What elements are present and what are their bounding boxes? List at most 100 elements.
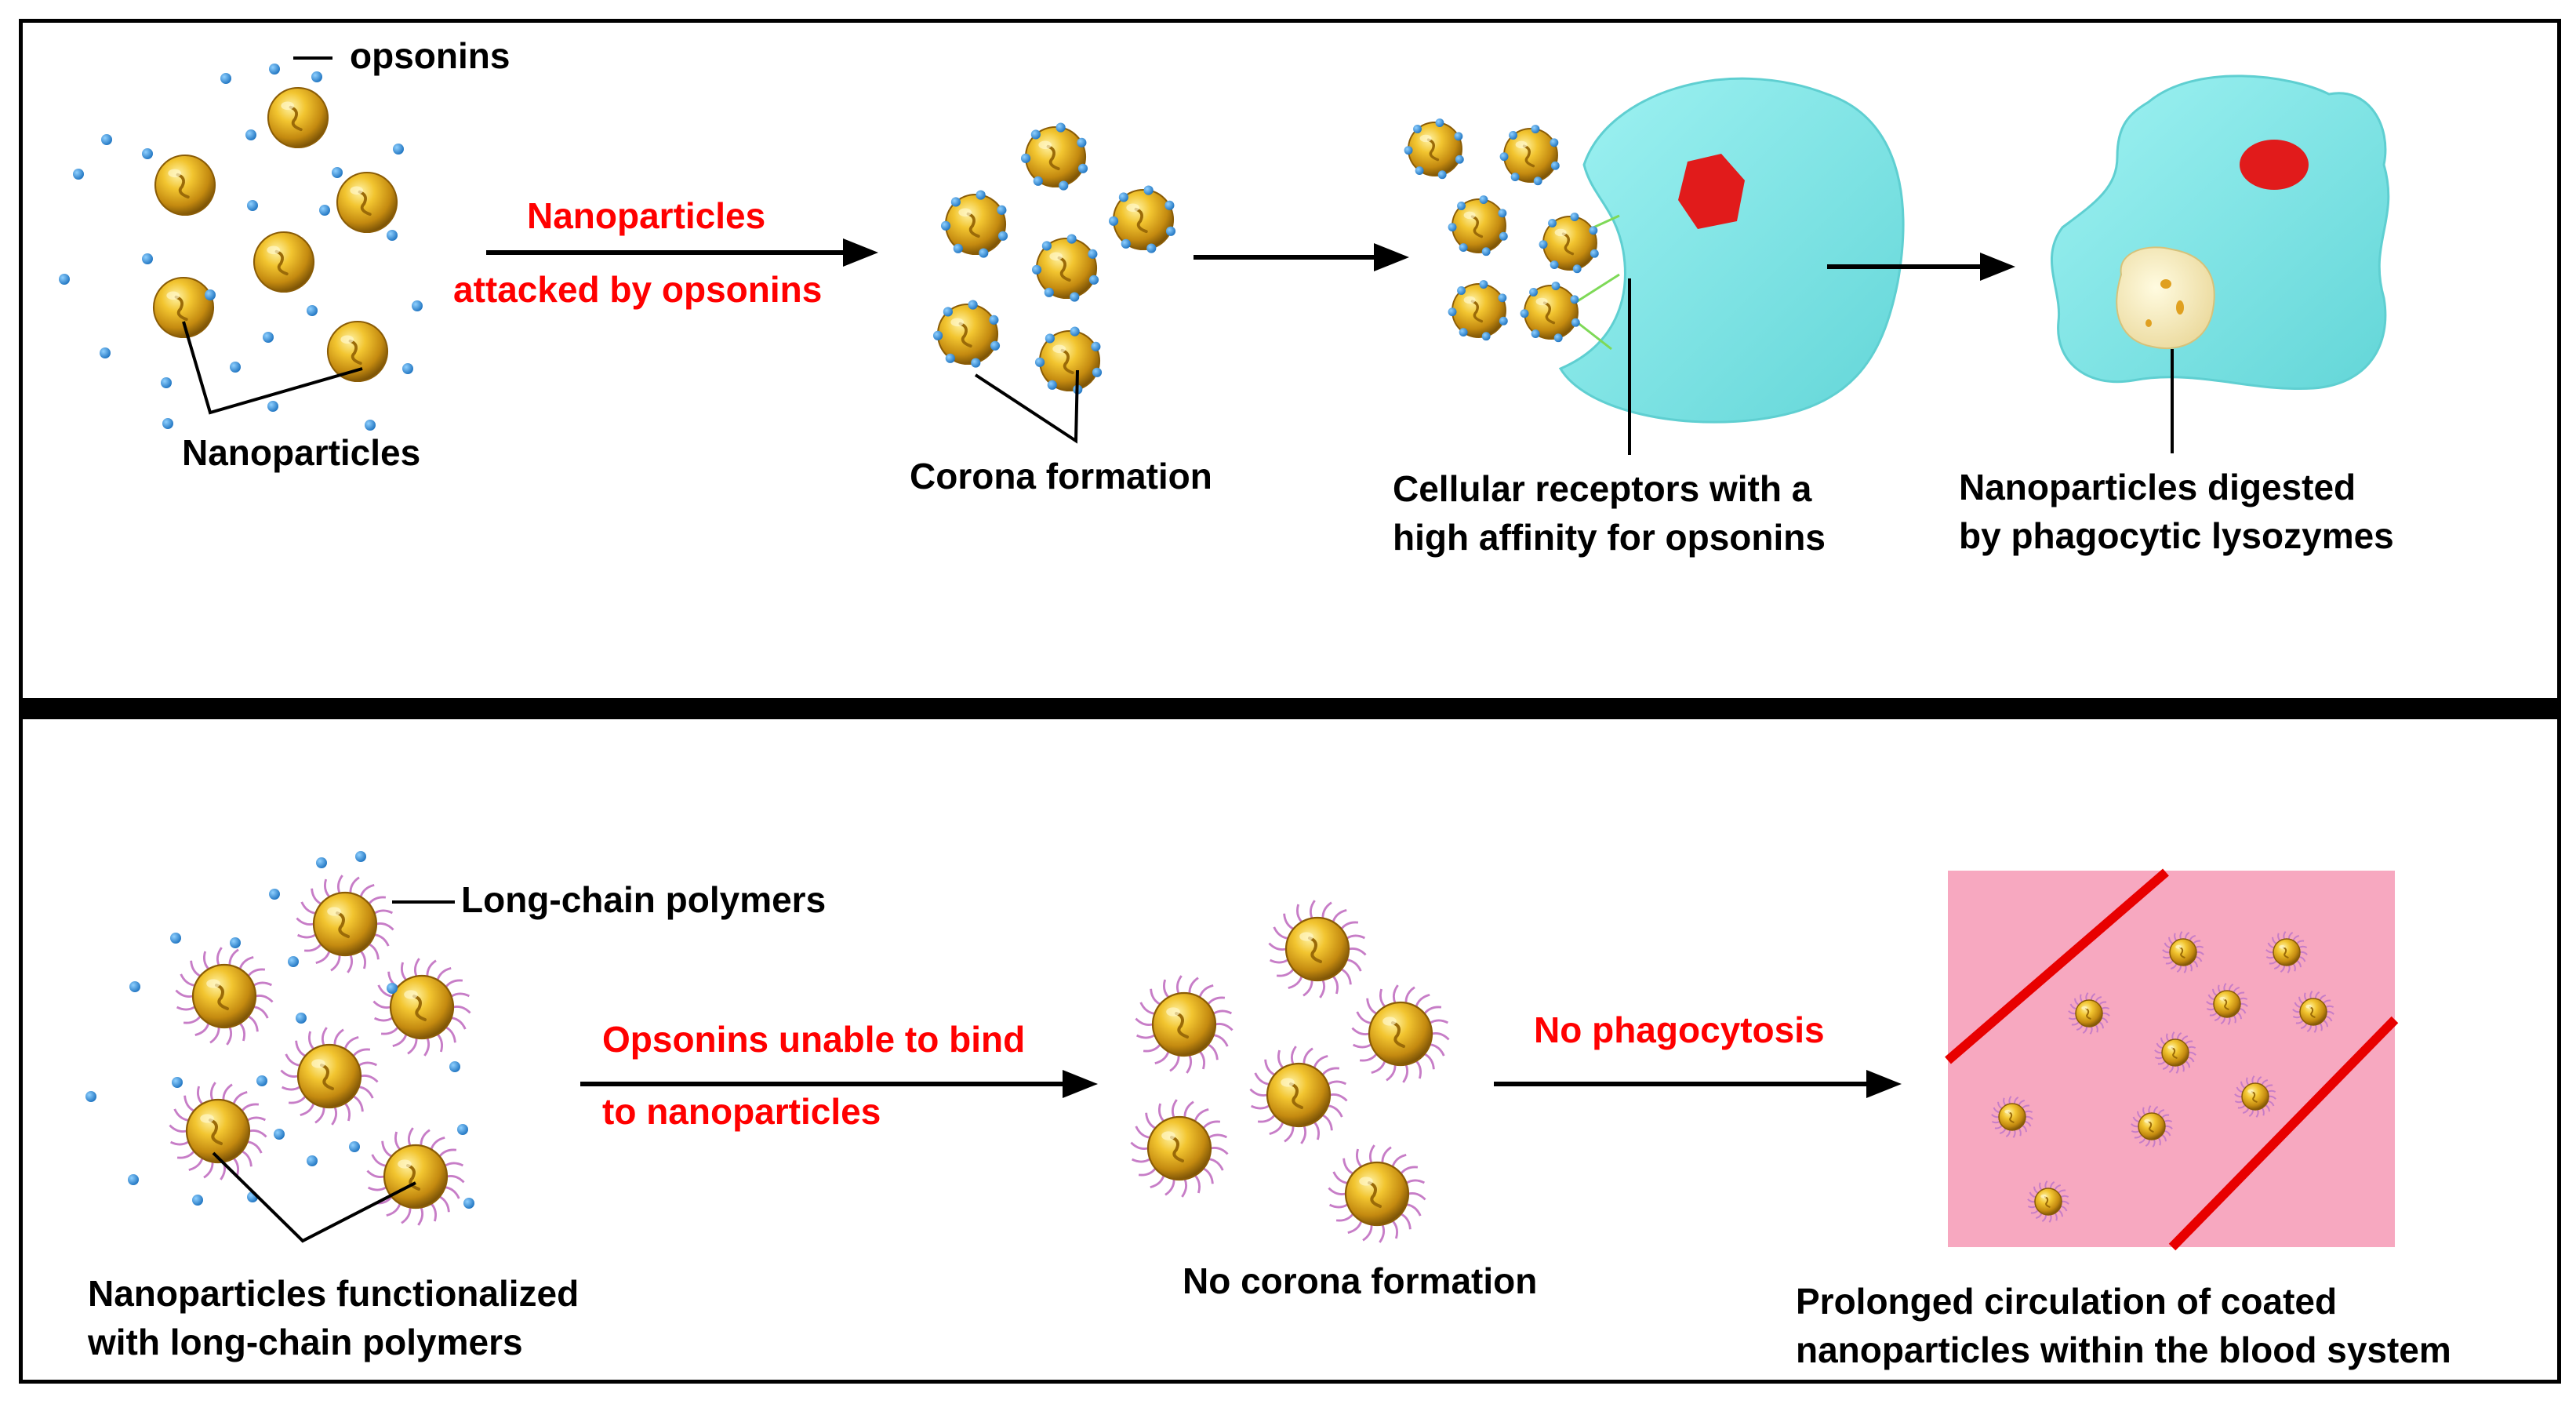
nanoparticle [1130,1099,1229,1198]
opsonins-label: opsonins [350,35,510,76]
coated-nanoparticles-group [85,851,474,1226]
nanoparticle [154,154,216,216]
no-corona-label: No corona formation [1183,1260,1538,1301]
nanoparticle [2292,991,2334,1033]
circulation-label-line1: Prolonged circulation of coated [1796,1281,2338,1322]
nanoparticles-pointer-lines [182,321,363,415]
opsonin-dot [192,1195,203,1206]
nanoparticle [1448,195,1508,256]
opsonin-dot [230,362,241,373]
nanoparticle [2265,931,2308,973]
opsonin-dot [256,1075,267,1086]
polymers-label: Long-chain polymers [461,879,827,920]
nanoparticle [1351,984,1450,1083]
nanoparticle [1034,326,1103,395]
receptors-label-line2: high affinity for opsonins [1393,517,1826,558]
nanoparticle [372,958,471,1057]
digested-label-line2: by phagocytic lysozymes [1959,515,2394,556]
opsonin-dot [307,305,318,316]
opsonization-label-line1: Nanoparticles [527,195,766,236]
nanoparticle [336,171,398,234]
opsonin-dot [449,1061,460,1072]
nanoparticle [1328,1144,1426,1243]
receptors-label-line1: Cellular receptors with a [1393,468,1812,509]
nanoparticle [2154,1031,2196,1074]
opsonin-dot [263,332,274,343]
nanoparticle [2068,992,2110,1035]
phagocyte-nucleus-shape [2240,140,2309,190]
digestion-vacuole-shape [2116,246,2215,350]
opsonin-dot [161,377,172,388]
nanoparticle [2162,931,2204,973]
nanoparticle [932,300,1001,368]
arrow-to-macrophage [1194,243,1409,271]
nanoparticle [253,231,315,293]
arrow-to-digestion [1827,253,2015,281]
opsonin-dot [269,889,280,900]
opsonin-dot [128,1174,139,1185]
opsonin-dot [142,148,153,159]
functionalized-label-line2: with long-chain polymers [88,1322,523,1362]
functionalized-label-line1: Nanoparticles functionalized [88,1273,580,1314]
opsonin-dot [402,363,413,374]
opsonin-dot [311,71,322,82]
opsonin-dot [205,289,216,300]
functionalized-pointer-lines [212,1151,416,1243]
nanoparticle [2206,983,2248,1025]
opsonin-dot [170,933,181,944]
nanoparticle [1031,234,1099,302]
opsonin-dot [387,983,398,994]
opsonin-dot [332,167,343,178]
corona-formation-label: Corona formation [910,456,1212,496]
opsonin-dot [269,64,280,75]
opsonin-dot [355,851,366,862]
opsonin-dot [172,1077,183,1088]
no-corona-nanoparticles-group [1130,900,1450,1243]
opsonin-dot [162,418,173,429]
free-nanoparticles-group [59,64,423,431]
nanoparticle [1539,213,1599,274]
nanoparticle [1991,1096,2033,1138]
opsonin-dot [100,347,111,358]
nanoparticle [1020,122,1088,191]
circulation-label-line2: nanoparticles within the blood system [1796,1329,2451,1370]
nanoparticle [152,276,215,339]
opsonin-dot [387,230,398,241]
opsonin-dot [457,1124,468,1135]
nanoparticle [326,320,389,383]
nanoparticle [2131,1105,2173,1148]
nanoparticle [296,875,394,973]
attached-nanoparticles-group [1404,118,1599,343]
nucleus-shape [1678,154,1745,229]
nanoparticle [1499,125,1560,186]
opsonin-dot [288,956,299,967]
opsonin-dot [296,1013,307,1024]
opsonin-dot [129,981,140,992]
nanoparticle [1448,280,1508,341]
no-binding-label-line1: Opsonins unable to bind [602,1019,1026,1060]
opsonin-dot [220,73,231,84]
arrow-no-binding [580,1070,1098,1098]
opsonin-dot [349,1141,360,1152]
opsonin-dot [267,401,278,412]
opsonin-dot [245,129,256,140]
opsonin-dot [230,937,241,948]
nanoparticles-label: Nanoparticles [182,432,421,473]
vessel-nanoparticles-group [1991,931,2334,1223]
no-phagocytosis-label: No phagocytosis [1534,1009,1825,1050]
opsonin-dot [393,144,404,155]
nanoparticle [2027,1180,2069,1223]
arrow-opsonization [486,238,878,267]
opsonin-dot [59,274,70,285]
nanoparticle [1520,282,1580,343]
nanoparticle [1268,900,1367,998]
nanoparticle [175,947,274,1046]
no-binding-label-line2: to nanoparticles [602,1091,881,1132]
nanoparticle [169,1082,267,1180]
opsonin-dot [307,1155,318,1166]
corona-nanoparticles-group [932,122,1176,395]
nanoparticle [1108,185,1176,253]
opsonin-dot [85,1091,96,1102]
opsonization-label-line2: attacked by opsonins [453,269,823,310]
